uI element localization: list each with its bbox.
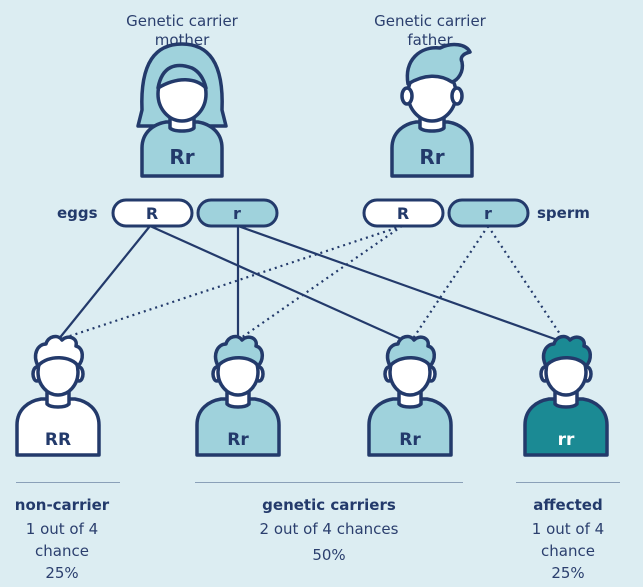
gamete-mother-r-label: r: [233, 204, 241, 223]
child-hair: [213, 334, 264, 368]
father-genotype: Rr: [419, 145, 444, 169]
gamete-father-R: R: [362, 198, 445, 228]
father-figure: [390, 42, 474, 178]
line-mother-R-to-child-3: [149, 224, 411, 345]
gamete-father-r: r: [447, 198, 530, 228]
child-hair: [33, 334, 84, 368]
rule-carriers: [195, 482, 463, 483]
father-label: Genetic carrier father: [345, 12, 515, 50]
outcome-affected-line2: chance: [541, 542, 595, 560]
child-figure-1: [15, 334, 101, 457]
mother-figure: [136, 42, 228, 178]
gamete-mother-r: r: [196, 198, 279, 228]
outcome-affected-title: affected: [533, 496, 603, 514]
line-mother-R-to-child-1: [57, 225, 151, 341]
rule-affected: [516, 482, 620, 483]
outcome-non-carrier-text: 1 out of 4 chance 25%: [0, 518, 124, 584]
outcome-non-carrier-percent: 25%: [45, 564, 79, 582]
outcome-carriers-title: genetic carriers: [262, 496, 396, 514]
line-father-r-to-child-4: [487, 225, 567, 344]
child-figure-3: [367, 334, 453, 457]
sperm-label: sperm: [537, 204, 590, 222]
line-father-R-to-child-2: [237, 225, 403, 341]
outcome-affected-line1: 1 out of 4: [531, 520, 605, 538]
father-label-line1: Genetic carrier: [374, 12, 486, 30]
mother-label-line1: Genetic carrier: [126, 12, 238, 30]
gamete-mother-R-label: R: [146, 204, 158, 223]
child-body: [15, 397, 101, 457]
gamete-father-r-label: r: [484, 204, 492, 223]
children: RR Rr Rr rr: [15, 334, 609, 457]
eggs-label: eggs: [57, 204, 98, 222]
outcome-affected-percent: 25%: [551, 564, 585, 582]
inheritance-lines: [57, 224, 567, 345]
child-hair: [385, 334, 436, 368]
line-mother-r-to-child-4: [237, 224, 567, 345]
father-label-line2: father: [407, 31, 453, 49]
rule-non-carrier: [16, 482, 120, 483]
child-genotype-3: Rr: [399, 430, 421, 450]
outcome-affected-text: 1 out of 4 chance 25%: [506, 518, 630, 584]
outcome-carriers-line1: 2 out of 4 chances: [259, 520, 399, 538]
child-body: [195, 397, 281, 457]
line-father-R-to-child-1: [57, 224, 403, 342]
child-figure-4: [523, 334, 609, 457]
outcome-non-carrier-line2: chance: [35, 542, 89, 560]
outcome-carriers-percent: 50%: [312, 546, 346, 564]
gamete-father-R-label: R: [397, 204, 409, 223]
child-body: [523, 397, 609, 457]
child-figure-2: [195, 334, 281, 457]
child-body: [367, 397, 453, 457]
outcome-carriers-text: 2 out of 4 chances 50%: [195, 518, 463, 566]
outcome-non-carrier-title: non-carrier: [14, 496, 110, 514]
gamete-mother-R: R: [111, 198, 194, 228]
mother-genotype: Rr: [169, 145, 194, 169]
child-genotype-1: RR: [45, 430, 71, 450]
child-genotype-4: rr: [558, 430, 575, 450]
child-hair: [541, 334, 592, 368]
line-father-r-to-child-3: [409, 225, 489, 344]
outcome-non-carrier-line1: 1 out of 4: [25, 520, 99, 538]
child-genotype-2: Rr: [227, 430, 249, 450]
